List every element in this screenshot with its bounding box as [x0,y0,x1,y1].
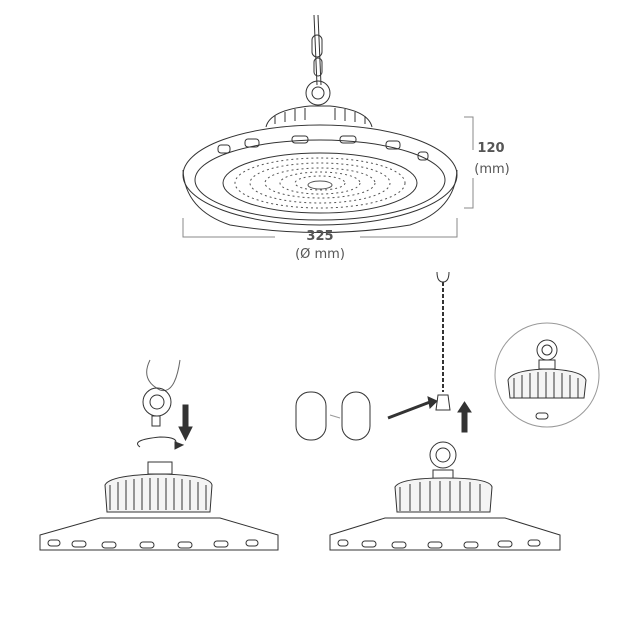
top-light-fixture [182,14,458,233]
led-array [234,157,406,209]
step-2-illustration [295,271,561,551]
diameter-unit: (Ø mm) [295,247,345,262]
diameter-value: 325 [306,229,334,244]
step-1-illustration [39,359,279,551]
height-value: 120 [477,141,505,156]
height-unit: (mm) [474,162,510,177]
dimension-lines [182,116,474,238]
detail-closeup [494,322,600,428]
